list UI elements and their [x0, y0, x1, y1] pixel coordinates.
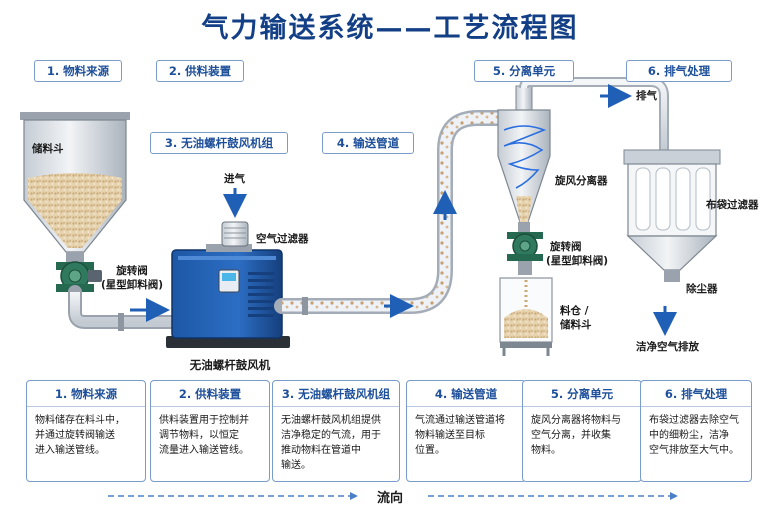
step-card-body: 旋风分离器将物料与 空气分离，并收集 物料。	[523, 407, 641, 458]
step-card-body: 供料装置用于控制并 调节物料，以恒定 流量进入输送管线。	[151, 407, 269, 458]
conveying-pipe	[274, 110, 508, 315]
receiving-bin	[499, 277, 553, 356]
label-exhaust: 排气	[636, 90, 657, 102]
label-blower: 无油螺杆鼓风机	[189, 358, 271, 372]
card-line: 供料装置用于控制并	[159, 415, 249, 426]
step-card-2: 2. 供料装置 供料装置用于控制并 调节物料，以恒定 流量进入输送管线。	[150, 380, 270, 482]
step-card-6: 6. 排气处理 布袋过滤器去除空气 中的细粉尘，洁净 空气排放至大气中。	[640, 380, 752, 482]
bag-filter	[623, 149, 721, 282]
flow-line-left-head	[350, 492, 358, 500]
card-line: 布袋过滤器去除空气	[649, 415, 739, 426]
step-card-title: 5. 分离单元	[523, 381, 641, 407]
step-card-title: 4. 输送管道	[407, 381, 525, 407]
card-line: 空气排放至大气中。	[649, 445, 739, 456]
label-air-filter: 空气过滤器	[256, 233, 309, 245]
step-card-5: 5. 分离单元 旋风分离器将物料与 空气分离，并收集 物料。	[522, 380, 642, 482]
step-tag-3: 3. 无油螺杆鼓风机组	[150, 132, 288, 154]
feed-pipe	[68, 285, 179, 331]
card-line: 气流通过输送管道将	[415, 415, 505, 426]
label-clean-air: 洁净空气排放	[636, 341, 699, 353]
card-line: 位置。	[415, 445, 445, 456]
step-tag-6: 6. 排气处理	[626, 60, 732, 82]
step-card-body: 布袋过滤器去除空气 中的细粉尘，洁净 空气排放至大气中。	[641, 407, 751, 458]
rotary-valve-2	[507, 232, 543, 275]
flow-direction-label: 流向	[376, 491, 403, 506]
step-tag-5: 5. 分离单元	[474, 60, 574, 82]
screw-blower	[166, 221, 290, 348]
card-line: 物料。	[531, 445, 561, 456]
hopper-material	[28, 173, 122, 248]
label-air-in: 进气	[224, 173, 245, 185]
step-card-4: 4. 输送管道 气流通过输送管道将 物料输送至目标 位置。	[406, 380, 526, 482]
label-bag-filter: 布袋过滤器	[706, 199, 759, 211]
step-tag-4: 4. 输送管道	[322, 132, 414, 154]
step-card-body: 气流通过输送管道将 物料输送至目标 位置。	[407, 407, 525, 458]
page-title: 气力输送系统——工艺流程图	[201, 13, 579, 44]
flow-line-right-head	[670, 492, 678, 500]
card-line: 调节物料，以恒定	[159, 430, 239, 441]
label-dust-collector: 除尘器	[686, 283, 718, 295]
label-hopper: 储料斗	[32, 143, 64, 155]
step-card-title: 1. 物料来源	[27, 381, 145, 407]
step-tag-1: 1. 物料来源	[34, 60, 122, 82]
card-line: 中的细粉尘，洁净	[649, 430, 729, 441]
card-line: 进入输送管线。	[35, 445, 105, 456]
card-line: 旋风分离器将物料与	[531, 415, 621, 426]
step-card-1: 1. 物料来源 物料储存在料斗中， 并通过旋转阀输送 进入输送管线。	[26, 380, 146, 482]
step-card-title: 3. 无油螺杆鼓风机组	[273, 381, 399, 407]
step-card-body: 无油螺杆鼓风机组提供 洁净稳定的气流，用于 推动物料在管道中 输送。	[273, 407, 399, 473]
step-card-body: 物料储存在料斗中， 并通过旋转阀输送 进入输送管线。	[27, 407, 145, 458]
label-cyclone: 旋风分离器	[555, 175, 608, 187]
label-rotary-valve-1-sub: (星型卸料阀)	[100, 279, 164, 291]
card-line: 物料输送至目标	[415, 430, 485, 441]
card-line: 并通过旋转阀输送	[35, 430, 115, 441]
cyclone-separator	[497, 85, 551, 232]
card-line: 无油螺杆鼓风机组提供	[281, 415, 381, 426]
step-card-3: 3. 无油螺杆鼓风机组 无油螺杆鼓风机组提供 洁净稳定的气流，用于 推动物料在管…	[272, 380, 400, 482]
exhaust-pipe	[519, 77, 669, 150]
step-tag-2: 2. 供料装置	[156, 60, 244, 82]
label-rotary-valve-2-sub: (星型卸料阀)	[546, 255, 609, 267]
card-line: 物料储存在料斗中，	[35, 415, 125, 426]
hopper-rim	[20, 112, 130, 120]
card-line: 输送。	[281, 460, 311, 471]
label-rotary-valve-2: 旋转阀	[550, 241, 582, 253]
label-silo: 料仓 /	[560, 305, 589, 317]
step-card-title: 6. 排气处理	[641, 381, 751, 407]
label-rotary-valve-1: 旋转阀	[116, 265, 148, 277]
card-line: 洁净稳定的气流，用于	[281, 430, 381, 441]
step-card-title: 2. 供料装置	[151, 381, 269, 407]
storage-hopper	[20, 112, 130, 262]
card-line: 流量进入输送管线。	[159, 445, 249, 456]
card-line: 空气分离，并收集	[531, 430, 611, 441]
card-line: 推动物料在管道中	[281, 445, 361, 456]
label-silo-2: 储料斗	[560, 319, 592, 331]
